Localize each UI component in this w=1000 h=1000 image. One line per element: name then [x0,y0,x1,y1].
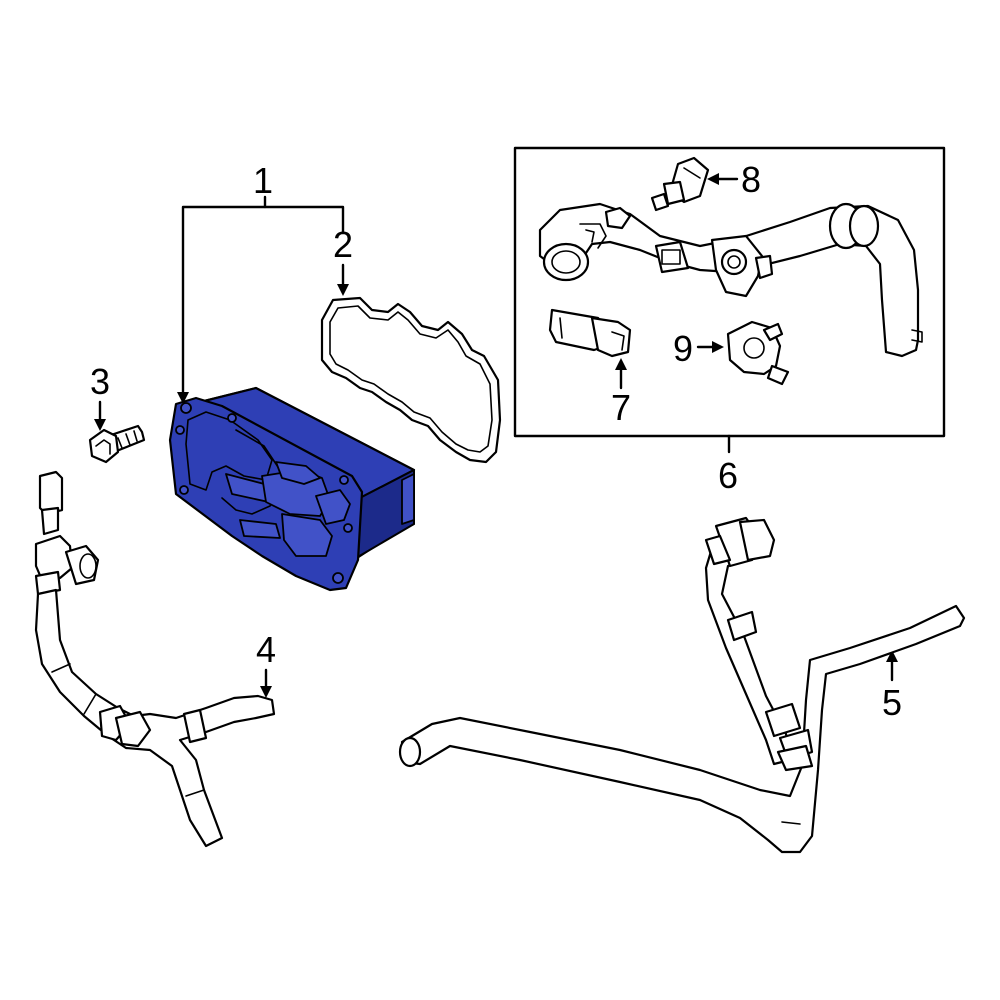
callout-1-leader [177,195,345,404]
callout-9-leader [696,341,724,353]
temperature-sensor [650,156,710,212]
callout-1-label: 1 [253,160,273,201]
hose-part-4 [34,470,276,848]
callout-8-leader [707,173,739,185]
callout-7-leader [615,358,627,390]
callout-6-label: 6 [718,455,738,496]
hose-part-5 [398,516,966,854]
callout-4-label: 4 [256,629,276,670]
callout-5-leader [886,650,898,682]
callout-3-label: 3 [90,361,110,402]
callout-2-leader [337,263,349,296]
connector-part-7 [548,308,632,358]
oil-cooler-assembly [168,386,416,592]
callout-7-label: 7 [611,387,631,428]
callout-2-label: 2 [333,224,353,265]
coolant-pipe [538,202,923,358]
bolt [88,424,146,464]
callout-4-leader [260,668,272,698]
callout-3-leader [94,400,106,431]
callout-9-label: 9 [673,328,693,369]
callout-5-label: 5 [882,682,902,723]
gasket [320,296,502,464]
valve-part-9 [726,320,790,386]
callout-8-label: 8 [741,159,761,200]
